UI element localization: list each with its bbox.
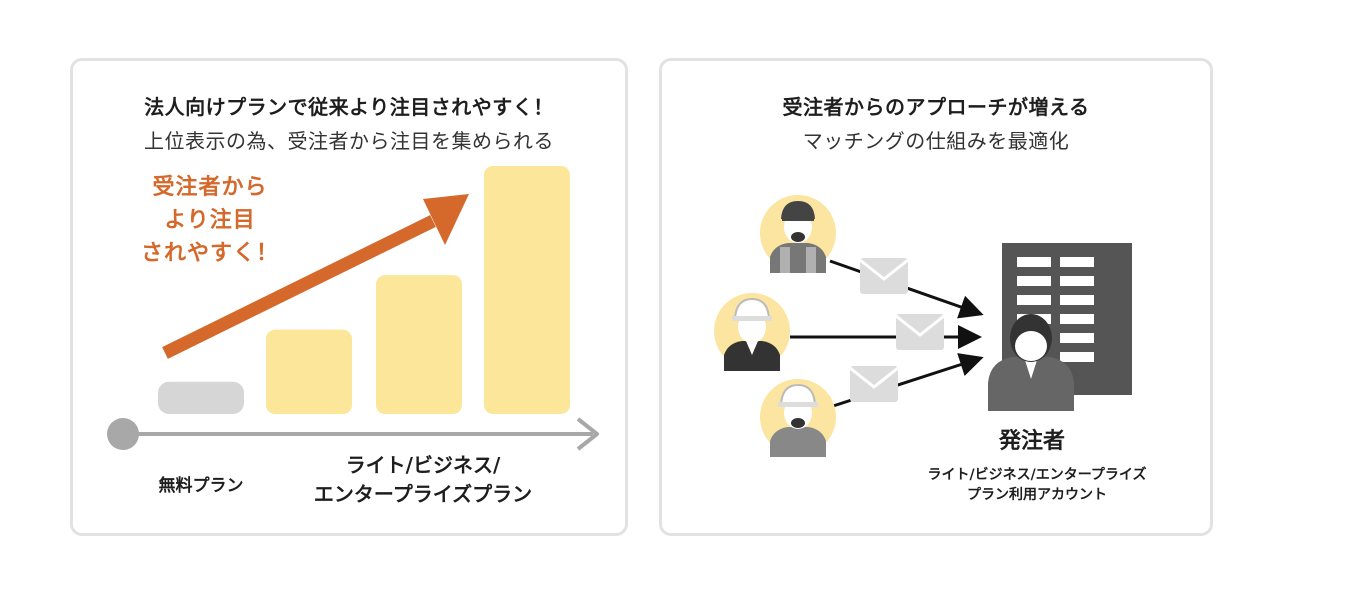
growth-arrow-line — [162, 215, 436, 359]
growth-arrow-head — [423, 194, 469, 245]
callout-line: 受注者から — [152, 175, 268, 200]
plan-bar-chart — [107, 166, 599, 451]
worker-cap-icon — [760, 195, 836, 273]
bars-layer — [158, 166, 570, 414]
callout-text: 受注者から より注目 されやすく！ — [125, 171, 295, 270]
right-subtitle: マッチングの仕組みを最適化 — [802, 129, 1070, 153]
envelope-icon — [859, 258, 909, 294]
left-subtitle: 上位表示の為、受注者から注目を集められる — [144, 129, 554, 153]
free-plan-bar — [158, 381, 244, 414]
matching-card: 受注者からのアプローチが増える マッチングの仕組みを最適化 — [659, 58, 1213, 536]
plan-comparison-card: 法人向けプランで従来より注目されやすく！ 上位表示の為、受注者から注目を集められ… — [70, 58, 628, 536]
axis-arrow-icon — [576, 417, 599, 451]
worker-helmet-icon — [760, 379, 836, 457]
client-person-icon — [988, 314, 1074, 411]
envelope-icon — [895, 314, 945, 350]
account-label-line: プラン利用アカウント — [967, 487, 1107, 503]
client-label: 発注者 — [998, 429, 1065, 454]
axis-origin-dot — [107, 418, 139, 450]
paid-plan-bar — [484, 166, 570, 414]
right-title: 受注者からのアプローチが増える — [782, 95, 1090, 119]
matching-diagram — [714, 195, 1132, 457]
callout-line: より注目 — [164, 208, 256, 233]
account-label-line: ライト/ビジネス/エンタープライズ — [927, 467, 1147, 483]
envelope-icon — [849, 366, 899, 402]
left-title: 法人向けプランで従来より注目されやすく！ — [144, 95, 554, 119]
free-plan-label: 無料プラン — [158, 476, 244, 496]
paid-plan-bar — [376, 275, 462, 414]
paid-plan-label-line: ライト/ビジネス/ — [345, 453, 501, 477]
worker-helmet-icon — [714, 293, 790, 371]
paid-plan-label: ライト/ビジネス/ エンタープライズプラン — [273, 451, 573, 509]
account-label: ライト/ビジネス/エンタープライズ プラン利用アカウント — [892, 465, 1182, 505]
callout-line: されやすく！ — [140, 241, 279, 266]
paid-plan-label-line: エンタープライズプラン — [313, 482, 533, 506]
paid-plan-bar — [266, 329, 352, 414]
